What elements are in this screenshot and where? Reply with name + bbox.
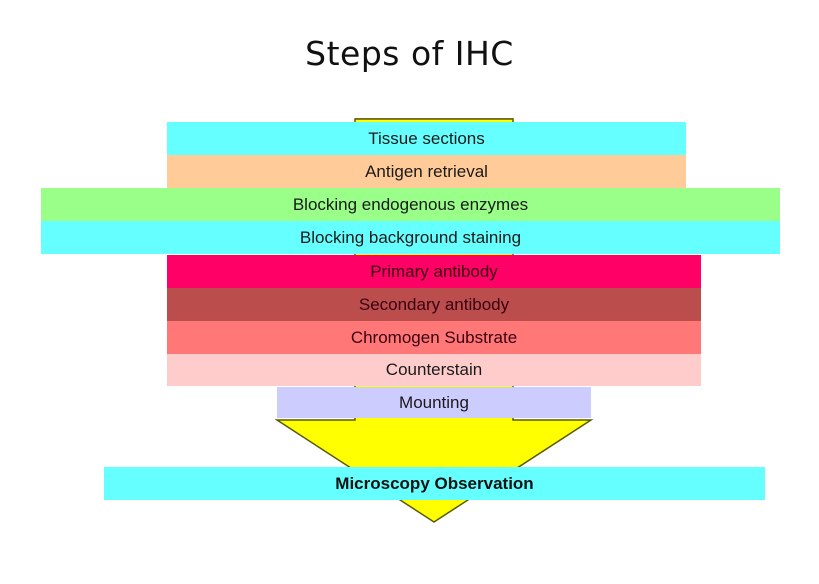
step-label: Mounting bbox=[399, 392, 469, 412]
step-label: Blocking background staining bbox=[299, 227, 522, 247]
step-chromogen-substrate: Chromogen Substrate bbox=[167, 321, 701, 354]
step-counterstain: Counterstain bbox=[167, 354, 701, 386]
step-label: Antigen retrieval bbox=[365, 161, 488, 181]
step-primary-antibody: Primary antibody bbox=[167, 255, 701, 288]
step-label: Chromogen Substrate bbox=[350, 327, 518, 347]
step-label: Tissue sections bbox=[368, 128, 485, 148]
step-antigen-retrieval: Antigen retrieval bbox=[167, 155, 686, 188]
step-blocking-endogenous-enzymes: Blocking endogenous enzymes bbox=[41, 188, 780, 221]
step-secondary-antibody: Secondary antibody bbox=[167, 288, 701, 321]
step-label: Primary antibody bbox=[370, 261, 498, 281]
step-microscopy-observation: Microscopy Observation bbox=[104, 467, 765, 500]
step-tissue-sections: Tissue sections bbox=[167, 122, 686, 155]
step-label: Microscopy Observation bbox=[335, 473, 534, 493]
diagram-title: Steps of IHC bbox=[305, 34, 514, 73]
step-label: Counterstain bbox=[385, 360, 483, 379]
step-mounting: Mounting bbox=[277, 387, 591, 418]
step-blocking-background-staining: Blocking background staining bbox=[41, 221, 780, 254]
step-label: Blocking endogenous enzymes bbox=[292, 194, 529, 214]
step-label: Secondary antibody bbox=[358, 294, 510, 314]
